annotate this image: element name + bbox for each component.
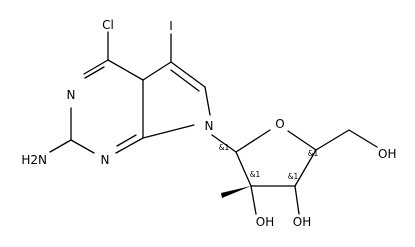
stereo-label-c2: &1	[250, 170, 261, 179]
bond-o4prime-c4prime	[287, 130, 317, 151]
bond-c4-n3	[83, 59, 109, 75]
atom-label-amine: H2N	[21, 153, 47, 167]
bond-c2-n1	[70, 139, 95, 154]
stereo-label-c1: &1	[219, 143, 230, 152]
bond-c4a-c5	[142, 61, 172, 81]
stereo-label-c3: &1	[288, 172, 299, 181]
bond-c4prime-c5prime	[315, 129, 350, 151]
stereo-label-c4: &1	[308, 149, 319, 158]
bond-c7a-n7	[142, 124, 195, 139]
atom-label-ring-oxygen: O	[275, 117, 284, 131]
atom-label-cl: Cl	[102, 18, 114, 32]
atom-label-hydroxyl-c3: OH	[293, 215, 311, 229]
bond-c2-nh2	[49, 139, 72, 153]
atom-label-n1: N	[101, 153, 110, 167]
atom-label-hydroxyl-c2: OH	[256, 215, 274, 229]
bond-c6-n7	[204, 86, 211, 116]
bond-n1-c7a-double	[116, 134, 137, 147]
atom-label-n7: N	[205, 119, 214, 133]
atom-label-iodo: I	[169, 19, 173, 33]
bond-n7-c1prime	[211, 134, 237, 153]
bond-c4-n3-double	[84, 66, 105, 79]
bond-c3prime-c4prime	[294, 149, 317, 187]
bond-c5prime-oh	[348, 129, 378, 148]
bond-c3prime-oh	[294, 185, 300, 215]
bond-n1-c7a	[115, 137, 144, 154]
bond-c5-c6-double	[170, 69, 200, 92]
atom-label-hydroxyl-ch2: OH	[378, 147, 396, 161]
bond-c4-c4a	[107, 59, 144, 81]
atom-label-n3: N	[67, 88, 76, 102]
bond-c2prime-oh	[250, 185, 257, 215]
bond-c1prime-o4prime	[235, 129, 271, 153]
methyl-wedge-bond	[221, 186, 251, 198]
bond-c1prime-c2prime	[235, 151, 252, 187]
bond-c5-c6	[170, 61, 206, 88]
